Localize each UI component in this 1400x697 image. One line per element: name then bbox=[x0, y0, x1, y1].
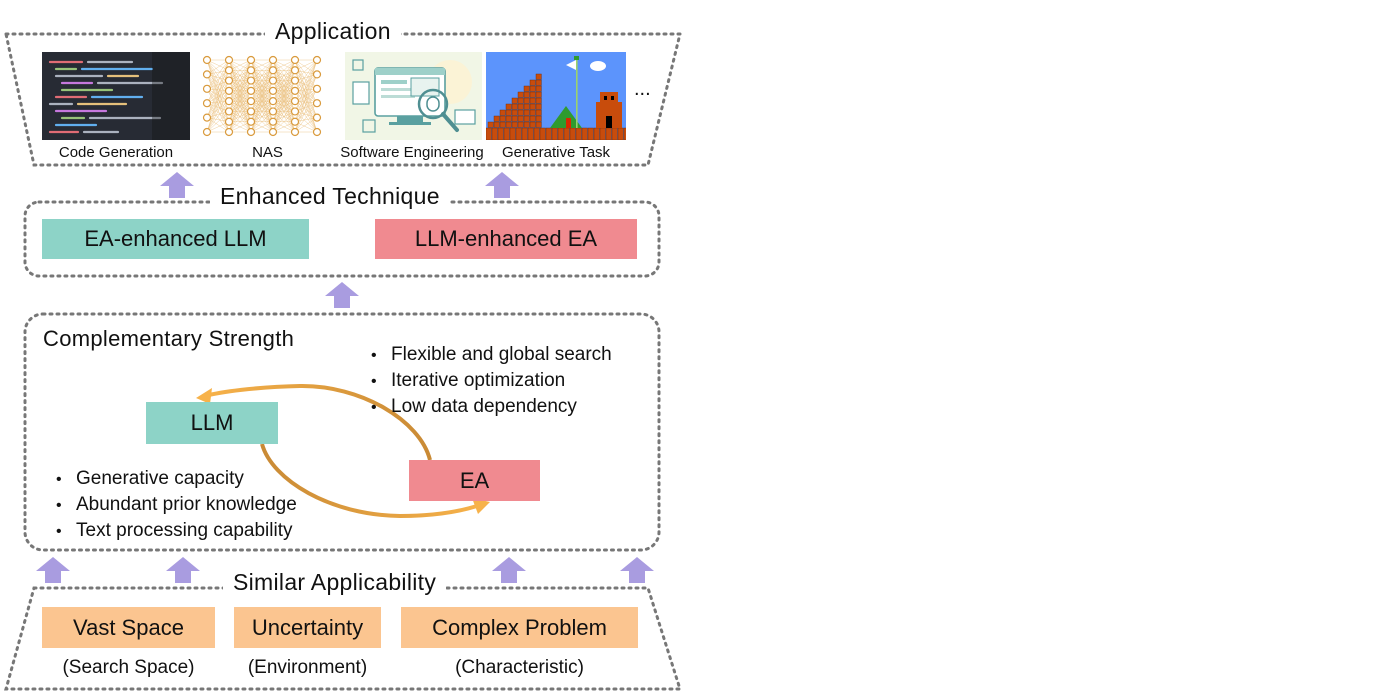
list-item: Text processing capability bbox=[56, 518, 297, 544]
list-item: Abundant prior knowledge bbox=[56, 492, 297, 518]
arrowhead-icon bbox=[196, 388, 212, 404]
ea-enhanced-llm-box: EA-enhanced LLM bbox=[42, 219, 309, 259]
software-engineering-thumbnail bbox=[345, 52, 482, 140]
llm-enhanced-ea-box: LLM-enhanced EA bbox=[375, 219, 637, 259]
ea-to-llm-arrow bbox=[204, 383, 432, 461]
more-ellipsis: ... bbox=[634, 78, 651, 100]
ea-strengths-list: Flexible and global search Iterative opt… bbox=[371, 342, 612, 420]
uncertainty-caption: (Environment) bbox=[247, 657, 368, 678]
list-item: Flexible and global search bbox=[371, 342, 612, 368]
list-item: Generative capacity bbox=[56, 466, 297, 492]
up-arrow-icon bbox=[166, 557, 200, 583]
application-frame bbox=[4, 32, 682, 167]
application-title: Application bbox=[265, 18, 401, 45]
up-arrow-icon bbox=[485, 172, 519, 198]
up-arrow-icon bbox=[325, 282, 359, 308]
similar-applicability-title: Similar Applicability bbox=[223, 569, 447, 596]
application-item-label: NAS bbox=[252, 144, 283, 161]
vast-space-caption: (Search Space) bbox=[62, 657, 195, 678]
platformer-game-thumbnail bbox=[486, 52, 626, 140]
arrowhead-icon bbox=[472, 498, 490, 514]
complex-problem-box: Complex Problem bbox=[401, 607, 638, 648]
vast-space-box: Vast Space bbox=[42, 607, 215, 648]
up-arrow-icon bbox=[620, 557, 654, 583]
ea-box: EA bbox=[409, 460, 540, 501]
code-screen-thumbnail bbox=[42, 52, 190, 140]
up-arrow-icon bbox=[160, 172, 194, 198]
complementary-strength-title: Complementary Strength bbox=[43, 326, 295, 351]
application-item-label: Code Generation bbox=[58, 144, 174, 161]
up-arrow-icon bbox=[36, 557, 70, 583]
llm-strengths-list: Generative capacity Abundant prior knowl… bbox=[56, 466, 297, 544]
application-item-label: Generative Task bbox=[501, 144, 611, 161]
list-item: Iterative optimization bbox=[371, 368, 612, 394]
llm-box: LLM bbox=[146, 402, 278, 444]
enhanced-technique-title: Enhanced Technique bbox=[210, 183, 450, 210]
list-item: Low data dependency bbox=[371, 394, 612, 420]
up-arrow-icon bbox=[492, 557, 526, 583]
uncertainty-box: Uncertainty bbox=[234, 607, 381, 648]
application-item-label: Software Engineering bbox=[340, 144, 484, 161]
neural-network-thumbnail bbox=[195, 52, 340, 140]
complex-problem-caption: (Characteristic) bbox=[455, 657, 584, 678]
